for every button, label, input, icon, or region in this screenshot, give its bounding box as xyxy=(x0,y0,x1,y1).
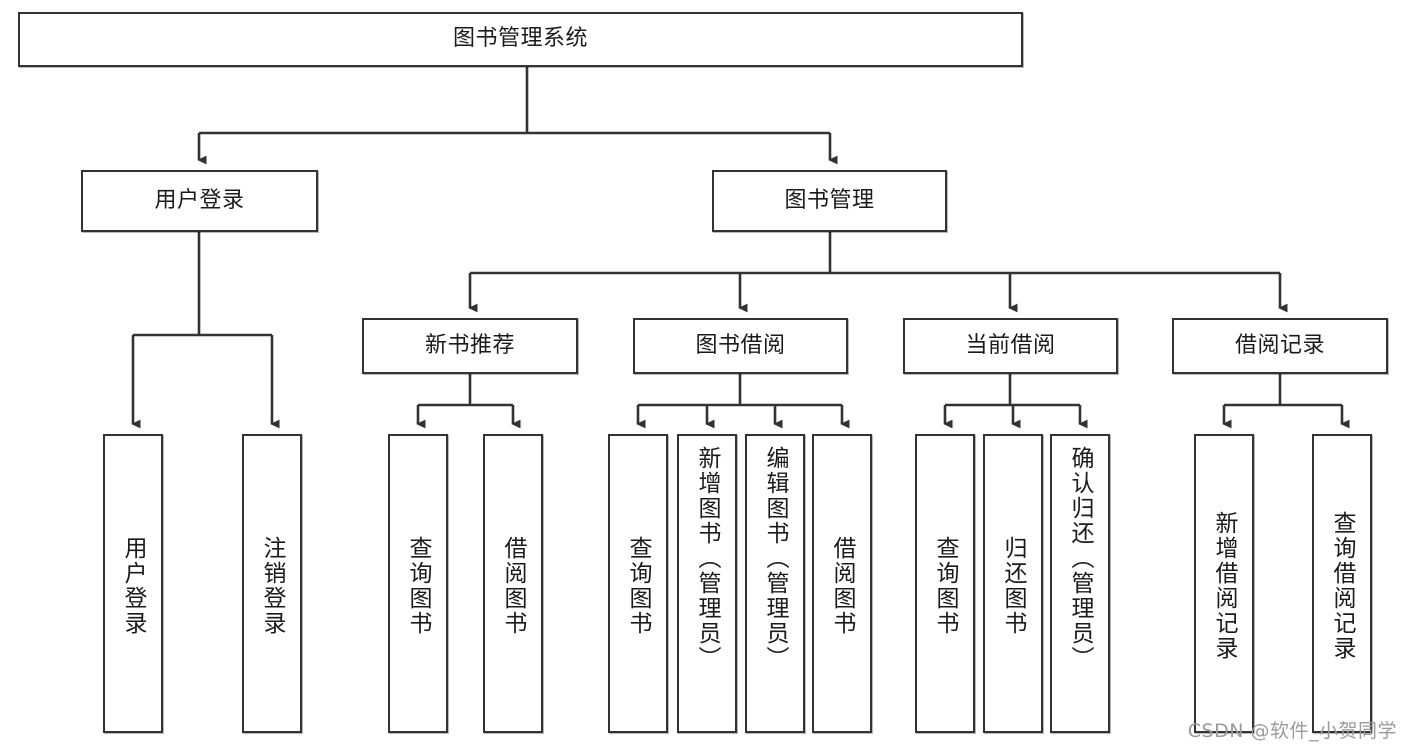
node-book-borrow[interactable]: 图书借阅 xyxy=(633,318,848,374)
node-current-borrow[interactable]: 当前借阅 xyxy=(903,318,1118,374)
leaf-inner: 编辑图书（管理员） xyxy=(747,440,803,731)
node-leaf-borrow-book-nbr-label: 借阅图书 xyxy=(500,535,527,636)
leaf-inner: 确认归还（管理员） xyxy=(1052,440,1108,731)
node-root-label: 图书管理系统 xyxy=(452,26,588,52)
node-leaf-query-book-nbr[interactable]: 查询图书 xyxy=(388,434,448,733)
node-root-system[interactable]: 图书管理系统 xyxy=(18,12,1023,67)
node-leaf-add-borrow-record-label: 新增借阅记录 xyxy=(1211,510,1238,661)
node-leaf-borrow-book-bb-label: 借阅图书 xyxy=(829,535,856,636)
node-leaf-query-book-cb-label: 查询图书 xyxy=(932,535,959,636)
node-leaf-confirm-return-admin-label: 确认归还（管理员） xyxy=(1067,446,1094,671)
node-leaf-confirm-return-admin[interactable]: 确认归还（管理员） xyxy=(1050,434,1110,733)
leaf-inner: 查询借阅记录 xyxy=(1314,440,1370,731)
node-leaf-borrow-book-nbr[interactable]: 借阅图书 xyxy=(483,434,543,733)
node-leaf-add-book-admin[interactable]: 新增图书（管理员） xyxy=(677,434,737,733)
node-new-book-recommend-label: 新书推荐 xyxy=(424,332,515,358)
leaf-inner: 查询图书 xyxy=(610,440,666,731)
leaf-inner: 用户登录 xyxy=(105,440,161,731)
node-leaf-add-book-admin-label: 新增图书（管理员） xyxy=(694,446,721,671)
leaf-inner: 归还图书 xyxy=(985,440,1041,731)
node-user-login[interactable]: 用户登录 xyxy=(81,170,318,232)
leaf-inner: 借阅图书 xyxy=(814,440,870,731)
node-new-book-recommend[interactable]: 新书推荐 xyxy=(362,318,578,374)
node-user-login-label: 用户登录 xyxy=(154,187,245,213)
leaf-inner: 注销登录 xyxy=(244,440,300,731)
node-leaf-borrow-book-bb[interactable]: 借阅图书 xyxy=(812,434,872,733)
leaf-inner: 新增图书（管理员） xyxy=(679,440,735,731)
node-leaf-edit-book-admin-label: 编辑图书（管理员） xyxy=(762,446,789,671)
node-leaf-edit-book-admin[interactable]: 编辑图书（管理员） xyxy=(745,434,805,733)
node-book-borrow-label: 图书借阅 xyxy=(695,332,786,358)
node-leaf-query-book-bb[interactable]: 查询图书 xyxy=(608,434,668,733)
node-leaf-add-borrow-record[interactable]: 新增借阅记录 xyxy=(1194,434,1254,733)
node-book-management-label: 图书管理 xyxy=(784,187,875,213)
node-leaf-query-book-nbr-label: 查询图书 xyxy=(405,535,432,636)
node-book-management[interactable]: 图书管理 xyxy=(712,170,947,232)
node-borrow-record-label: 借阅记录 xyxy=(1234,332,1325,358)
node-leaf-query-borrow-record-label: 查询借阅记录 xyxy=(1329,510,1356,661)
node-leaf-user-login[interactable]: 用户登录 xyxy=(103,434,163,733)
node-current-borrow-label: 当前借阅 xyxy=(965,332,1056,358)
node-leaf-query-book-cb[interactable]: 查询图书 xyxy=(915,434,975,733)
leaf-inner: 新增借阅记录 xyxy=(1196,440,1252,731)
node-leaf-return-book-label: 归还图书 xyxy=(1000,535,1027,636)
node-leaf-user-login-label: 用户登录 xyxy=(120,535,147,636)
node-leaf-query-borrow-record[interactable]: 查询借阅记录 xyxy=(1312,434,1372,733)
node-leaf-logout[interactable]: 注销登录 xyxy=(242,434,302,733)
node-leaf-return-book[interactable]: 归还图书 xyxy=(983,434,1043,733)
leaf-inner: 查询图书 xyxy=(390,440,446,731)
leaf-inner: 查询图书 xyxy=(917,440,973,731)
node-leaf-logout-label: 注销登录 xyxy=(259,535,286,636)
node-borrow-record[interactable]: 借阅记录 xyxy=(1172,318,1388,374)
watermark-text: CSDN @软件_小贺同学 xyxy=(1187,720,1397,742)
node-leaf-query-book-bb-label: 查询图书 xyxy=(625,535,652,636)
leaf-inner: 借阅图书 xyxy=(485,440,541,731)
